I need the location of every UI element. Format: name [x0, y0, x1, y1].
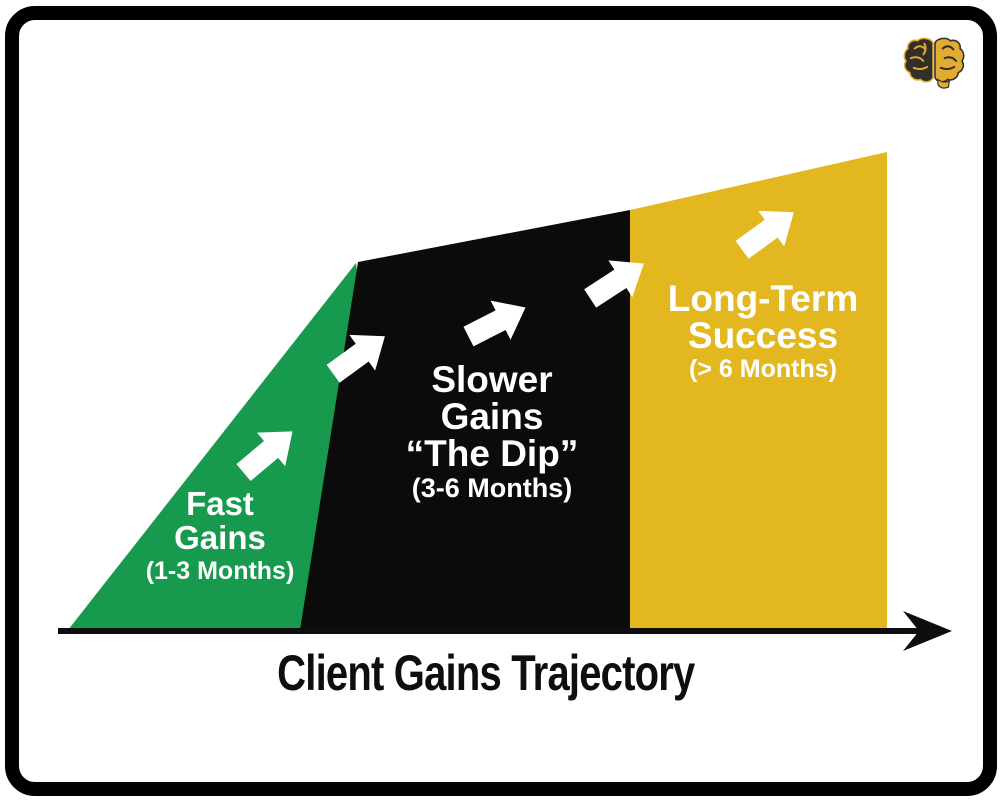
brain-logo: [903, 35, 965, 91]
long-term-line2: Success: [687, 315, 839, 356]
x-axis: [58, 611, 952, 651]
chart-title-text: Client Gains Trajectory: [277, 645, 695, 701]
fast-gains-line2: Gains: [174, 519, 266, 556]
brain-left-half: [903, 37, 934, 83]
fast-gains-sublabel: (1-3 Months): [145, 557, 295, 585]
slower-gains-sublabel: (3-6 Months): [411, 473, 573, 503]
brain-right-half: [934, 37, 965, 83]
slower-gains-line3: “The Dip”: [405, 433, 579, 474]
up-right-arrow-icon: [584, 260, 644, 308]
long-term-sublabel: (> 6 Months): [689, 355, 837, 383]
slower-gains-line1: Slower: [431, 359, 553, 400]
label-fast-gains: Fast Gains (1-3 Months): [120, 487, 320, 586]
label-slower-gains: Slower Gains “The Dip” (3-6 Months): [378, 361, 606, 504]
label-long-term-success: Long-Term Success (> 6 Months): [641, 280, 885, 384]
fast-gains-line1: Fast: [186, 485, 254, 522]
brain-left-folds: [909, 42, 929, 71]
up-right-arrow-icon: [735, 210, 794, 259]
slower-gains-line2: Gains: [440, 396, 544, 437]
chart-title: Client Gains Trajectory: [86, 645, 886, 701]
x-axis-arrowhead-icon: [903, 611, 952, 651]
segment-long-term-success-shape: [630, 152, 887, 630]
segment-slower-gains-shape: [300, 210, 630, 630]
up-right-arrow-icon: [463, 300, 526, 347]
brain-stem: [937, 78, 951, 89]
brain-right-folds: [939, 45, 958, 71]
long-term-line1: Long-Term: [667, 278, 859, 319]
up-right-arrow-icon: [236, 431, 293, 481]
brain-logo-graphic: [903, 37, 965, 89]
up-right-arrow-icon: [326, 334, 385, 383]
growth-arrows: [236, 210, 794, 481]
